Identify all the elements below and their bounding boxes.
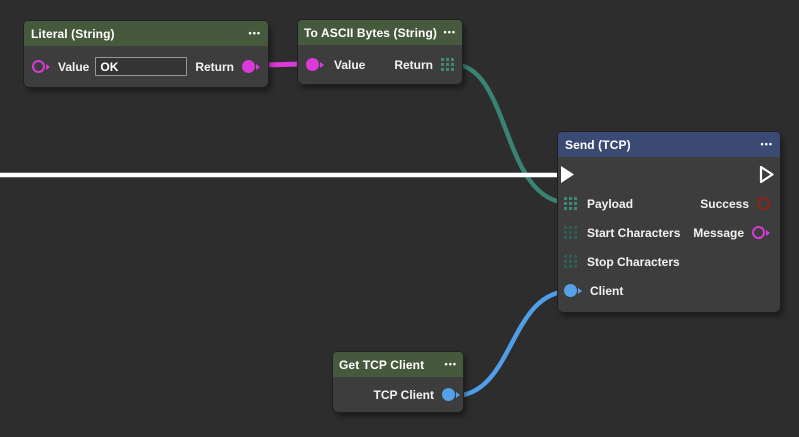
start-characters-port-label: Start Characters [587, 225, 681, 240]
port-notch-icon [256, 63, 260, 70]
value-input-port[interactable] [306, 58, 319, 71]
node-literal-string[interactable]: Literal (String) ••• Value Return [24, 21, 268, 87]
ellipsis-menu-icon[interactable]: ••• [248, 28, 261, 38]
success-output-port[interactable] [757, 197, 770, 210]
message-port-label: Message [693, 225, 744, 240]
port-notch-icon [578, 287, 582, 294]
value-input-port[interactable] [32, 60, 45, 73]
tcp-client-output-port[interactable] [442, 388, 455, 401]
return-port-label: Return [195, 59, 234, 74]
node-title: Get TCP Client [339, 357, 425, 372]
ellipsis-menu-icon[interactable]: ••• [444, 359, 457, 369]
client-port-label: Client [590, 283, 624, 298]
success-port-label: Success [700, 196, 749, 211]
node-to-ascii-bytes[interactable]: To ASCII Bytes (String) ••• Value Return [298, 20, 462, 84]
return-port-label: Return [394, 57, 433, 72]
start-characters-grid-port[interactable] [564, 226, 577, 239]
wire-tcpclient-to-client[interactable] [450, 288, 574, 399]
port-notch-icon [320, 61, 324, 68]
client-input-port[interactable] [564, 284, 577, 297]
tcp-client-port-label: TCP Client [373, 387, 434, 402]
stop-characters-port-label: Stop Characters [587, 254, 680, 269]
ellipsis-menu-icon[interactable]: ••• [443, 27, 456, 37]
stop-characters-grid-port[interactable] [564, 255, 577, 268]
node-send-tcp[interactable]: Send (TCP) ••• Payload Success Start Cha… [558, 132, 780, 312]
literal-value-field[interactable] [95, 57, 188, 76]
payload-port-label: Payload [587, 196, 634, 211]
node-ascii-header[interactable]: To ASCII Bytes (String) ••• [298, 20, 462, 45]
wire-ascii-return-to-payload[interactable] [449, 61, 573, 206]
flow-input-port[interactable] [560, 165, 575, 184]
flow-output-port[interactable] [759, 165, 775, 184]
ellipsis-menu-icon[interactable]: ••• [760, 139, 773, 149]
return-output-port[interactable] [242, 60, 255, 73]
port-notch-icon [456, 391, 460, 398]
message-output-port[interactable] [752, 226, 765, 239]
node-title: To ASCII Bytes (String) [304, 25, 437, 40]
node-send-header[interactable]: Send (TCP) ••• [558, 132, 780, 157]
node-get-tcp-client[interactable]: Get TCP Client ••• TCP Client [333, 352, 463, 412]
node-title: Send (TCP) [565, 137, 631, 152]
node-gettcp-header[interactable]: Get TCP Client ••• [333, 352, 463, 377]
node-title: Literal (String) [31, 26, 115, 41]
port-notch-icon [766, 229, 770, 236]
node-literal-header[interactable]: Literal (String) ••• [24, 21, 268, 46]
payload-grid-port[interactable] [564, 197, 577, 210]
value-port-label: Value [58, 59, 90, 74]
value-port-label: Value [334, 57, 366, 72]
bytes-grid-port[interactable] [441, 58, 454, 71]
port-notch-icon [46, 63, 50, 70]
